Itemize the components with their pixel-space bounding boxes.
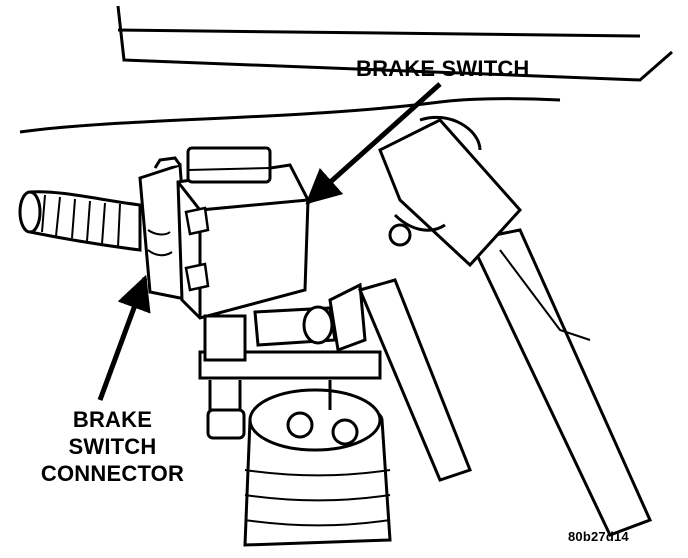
brake-switch-label: BRAKE SWITCH: [356, 56, 530, 81]
brake-pedal-arm: [357, 228, 653, 537]
wiring-harness: [18, 190, 142, 252]
connector-label-line-2: SWITCH: [68, 434, 157, 459]
connector-label-line-3: CONNECTOR: [40, 461, 185, 486]
pushrod-boot: [243, 380, 392, 547]
brake-switch-connector-label: BRAKE SWITCH CONNECTOR: [30, 406, 195, 487]
mounting-bracket: [198, 282, 382, 440]
connector-label-line-1: BRAKE: [72, 407, 153, 432]
brake-switch-arrow: [305, 82, 442, 205]
figure-code: 80b27d14: [568, 529, 629, 544]
dash-panel: [19, 5, 673, 134]
brake-switch-body: [176, 146, 310, 320]
brake-switch-connector-arrow: [97, 274, 151, 401]
steering-column: [378, 115, 523, 268]
